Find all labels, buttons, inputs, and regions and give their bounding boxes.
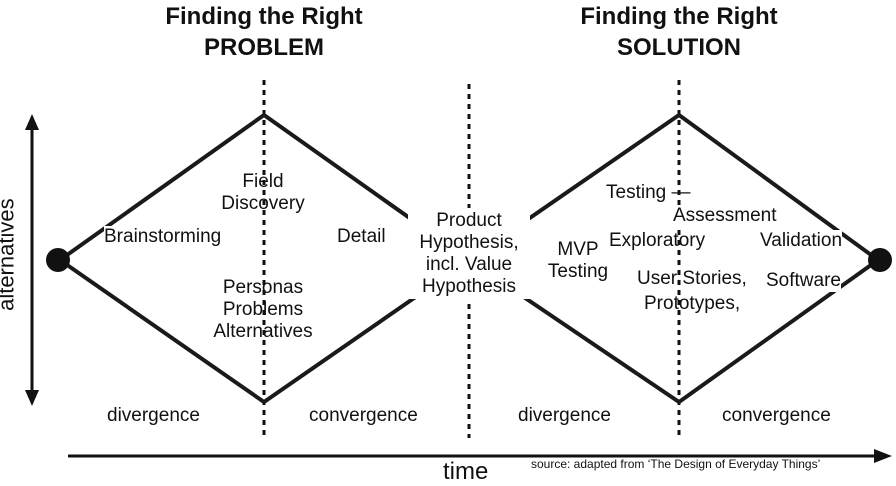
label-brainstorming: Brainstorming [104, 226, 222, 248]
label-alternatives: Alternatives [213, 320, 313, 342]
phase-divergence-solution: divergence [518, 405, 611, 426]
label-assessment: Assessment [673, 205, 777, 227]
product-hypothesis: Product Hypothesis, incl. Value Hypothes… [408, 208, 530, 300]
label-field-discovery: Field Discovery [199, 171, 327, 215]
phase-convergence-problem: convergence [309, 405, 418, 426]
solution-diamond [467, 113, 880, 404]
product-hypothesis-line2: Hypothesis, [419, 231, 519, 253]
problem-title-line1: Finding the Right [165, 3, 363, 30]
solution-title-line2: SOLUTION [617, 33, 741, 61]
label-prototypes: Prototypes, [644, 293, 741, 314]
start-dot [46, 248, 70, 272]
alternatives-axis-arrow-down [25, 390, 39, 406]
phase-convergence-solution: convergence [722, 405, 831, 426]
problem-title: Finding the Right PROBLEM [124, 3, 404, 61]
phase-divergence-problem: divergence [107, 405, 200, 426]
alternatives-axis-arrow-up [25, 114, 39, 130]
label-validation: Validation [760, 230, 843, 252]
label-testing-dash: Testing — [606, 182, 691, 203]
solution-title-line1: Finding the Right [580, 3, 778, 30]
label-exploratory: Exploratory [609, 230, 706, 251]
label-problems: Problems [222, 298, 304, 320]
source-note: source: adapted from ‘The Design of Ever… [531, 457, 821, 471]
label-software: Software [766, 270, 841, 292]
alternatives-axis-label: alternatives [0, 198, 19, 311]
time-axis-arrow [874, 449, 892, 463]
label-detail: Detail [337, 226, 386, 248]
label-user-stories: User Stories, [637, 268, 747, 289]
label-mvp-testing: MVP Testing [546, 239, 610, 283]
problem-title-line2: PROBLEM [204, 33, 324, 61]
end-dot [868, 248, 892, 272]
label-personas-problems-alternatives: Personas Problems Alternatives [193, 277, 333, 343]
label-mvp: MVP [557, 239, 599, 260]
product-hypothesis-line3: incl. Value [425, 253, 513, 275]
label-mvp-testing-word: Testing [547, 260, 609, 282]
label-field: Field [242, 171, 284, 192]
label-discovery: Discovery [221, 192, 305, 214]
solution-title: Finding the Right SOLUTION [539, 3, 819, 61]
time-axis-label: time [443, 458, 489, 485]
product-hypothesis-line4: Hypothesis [422, 275, 516, 297]
label-personas: Personas [222, 277, 304, 298]
product-hypothesis-line1: Product [436, 210, 502, 231]
